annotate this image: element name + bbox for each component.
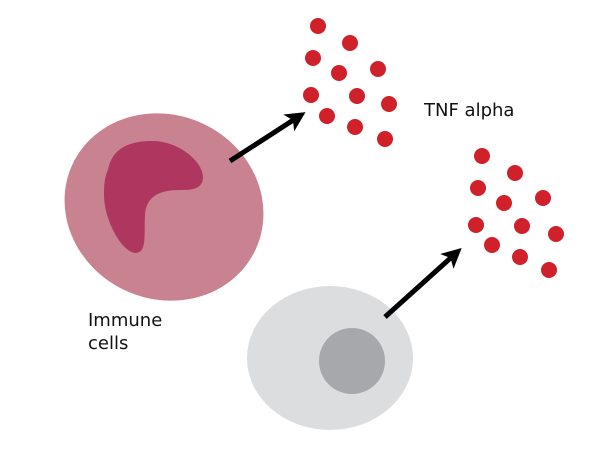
tnf-alpha-dot <box>342 35 358 51</box>
immune-cells-label-line2: cells <box>88 333 129 354</box>
tnf-alpha-dot <box>470 180 486 196</box>
tnf-alpha-dot <box>514 218 530 234</box>
tnf-alpha-dot <box>347 119 363 135</box>
pink-cell-nucleus <box>104 141 204 253</box>
gray-immune-cell <box>247 286 413 430</box>
tnf-alpha-dot <box>548 226 564 242</box>
tnf-alpha-dot <box>512 249 528 265</box>
tnf-alpha-dot <box>310 18 326 34</box>
tnf-alpha-dot <box>303 87 319 103</box>
tnf-alpha-dot <box>381 96 397 112</box>
arrow-upper <box>228 112 306 164</box>
tnf-alpha-dot <box>474 148 490 164</box>
tnf-alpha-dot <box>305 50 321 66</box>
tnf-alpha-label: TNF alpha <box>424 100 515 121</box>
tnf-alpha-dots <box>303 18 564 278</box>
tnf-alpha-dot <box>370 61 386 77</box>
tnf-alpha-dot <box>377 131 393 147</box>
tnf-alpha-dot <box>541 262 557 278</box>
tnf-alpha-dot <box>468 217 484 233</box>
tnf-alpha-dot <box>319 108 335 124</box>
tnf-alpha-dot <box>496 195 512 211</box>
tnf-alpha-dot <box>507 165 523 181</box>
tnf-alpha-dot <box>535 190 551 206</box>
immune-cells-label-line1: Immune <box>88 310 163 331</box>
pink-immune-cell <box>64 113 264 301</box>
tnf-alpha-dot <box>349 88 365 104</box>
arrow-lower <box>383 247 462 319</box>
tnf-alpha-dot <box>484 237 500 253</box>
tnf-alpha-dot <box>331 65 347 81</box>
gray-cell-nucleus <box>319 328 385 394</box>
